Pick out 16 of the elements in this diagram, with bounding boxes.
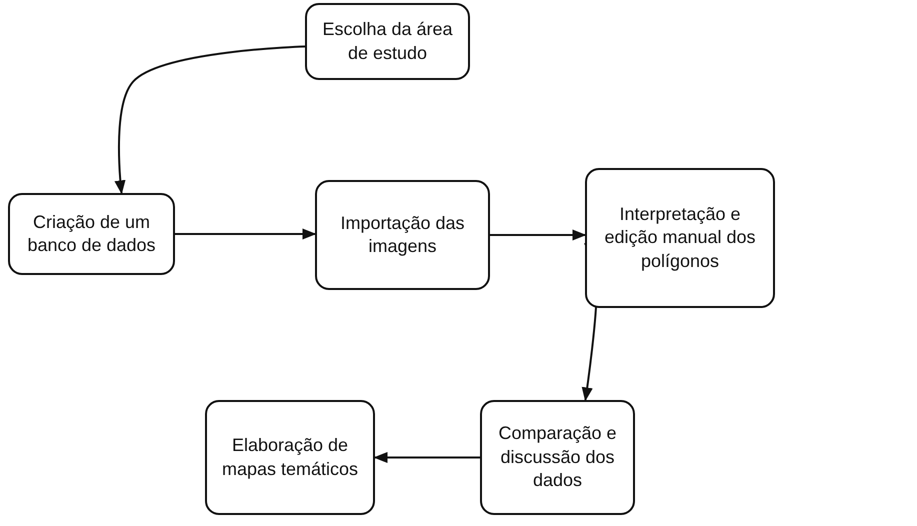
step-label: Elaboração de mapas temáticos <box>220 434 360 481</box>
step-label: Comparação e discussão dos dados <box>497 422 618 492</box>
arrow <box>374 452 480 464</box>
process-box <box>305 3 470 80</box>
step-label: Criação de um banco de dados <box>26 210 157 257</box>
step-label: Escolha da área de estudo <box>321 18 454 64</box>
step-label: Interpretação e edição manual dos polígonos <box>603 202 757 273</box>
process-box <box>315 180 490 290</box>
arrow <box>175 228 316 240</box>
arrow <box>490 229 586 241</box>
process-box <box>205 400 375 515</box>
process-box <box>8 193 175 275</box>
step-label: Importação das imagens <box>339 212 466 258</box>
arrow <box>114 46 306 194</box>
process-box <box>480 400 635 515</box>
process-box <box>585 168 775 308</box>
